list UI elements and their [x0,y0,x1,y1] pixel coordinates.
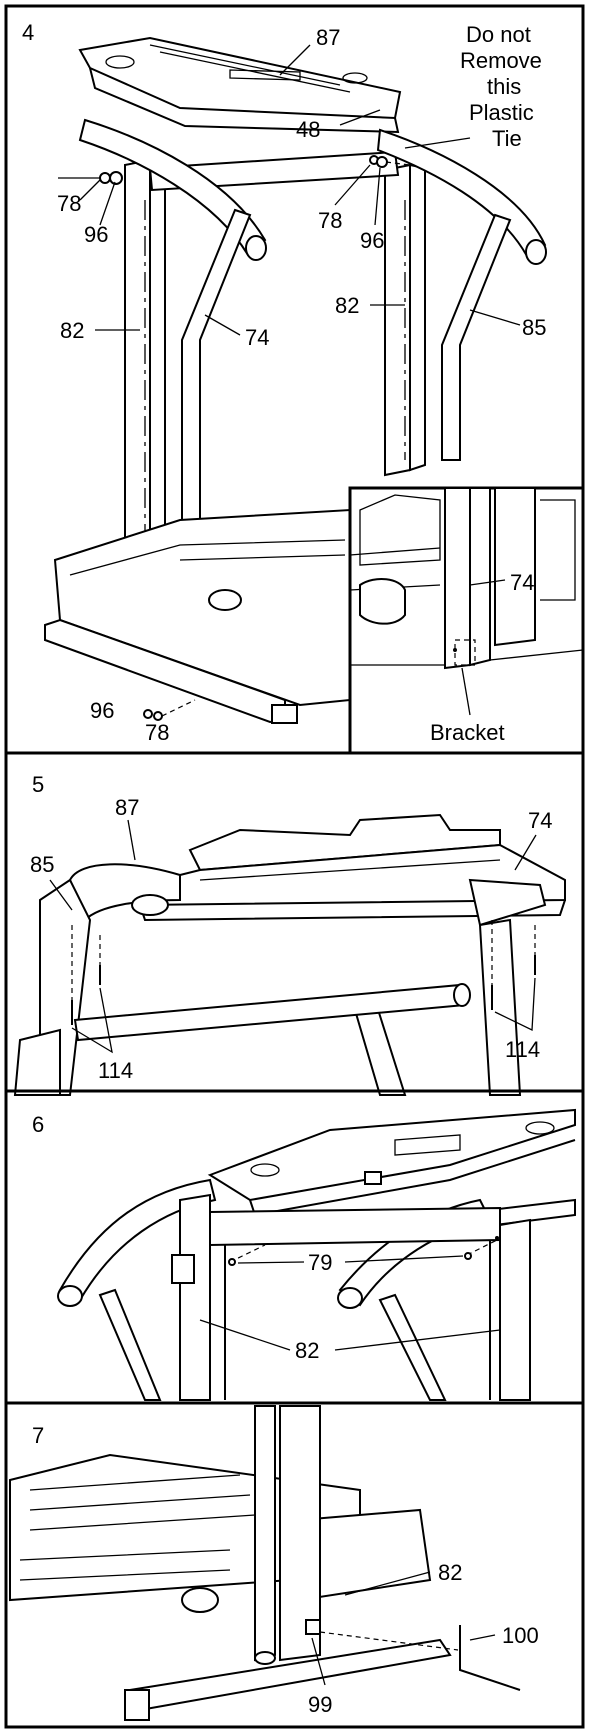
step-4-panel: 4 [4,4,585,755]
label-87: 87 [316,25,340,50]
console-87 [78,36,402,134]
leader-74-s5 [514,834,537,871]
leader-85-s5 [49,879,73,911]
screw-114-left [71,925,101,1025]
label-74: 74 [245,325,269,350]
leader-tie [404,137,471,149]
crossbar-step5 [73,983,467,1042]
treadmill-base [44,508,351,724]
label-87-s5: 87 [115,795,139,820]
bracket-inset: 74 Bracket [348,486,585,755]
label-114-right: 114 [505,1037,540,1062]
bolt-78-bottom [143,699,196,721]
note-line-4: Plastic [469,100,534,125]
leader-82-s7 [344,1571,431,1596]
screw-114-right [491,920,536,1010]
leader-99 [311,1637,326,1686]
label-78-left: 78 [57,191,81,216]
leader-100 [469,1634,496,1641]
bolt-78-right [369,155,411,168]
label-82-s6: 82 [295,1338,319,1363]
crossbar-end [453,983,471,1007]
leader-78-left [79,179,101,201]
crossbar [148,150,400,192]
step-6-number: 6 [32,1112,44,1137]
step-7-panel: 7 82 100 99 [4,1401,585,1729]
note-line-3: this [487,74,521,99]
leader-114-left [71,987,113,1054]
upright-step5 [13,1028,61,1096]
leader-96-left [99,181,116,226]
handrail-74-step5 [353,878,547,1096]
label-85-s5: 85 [30,852,54,877]
handrail-left-step6 [57,1178,217,1401]
screws-79 [228,1236,499,1266]
label-78-bottom: 78 [145,720,169,745]
upright-right-step6 [499,1218,531,1401]
leader-78-right [334,164,371,206]
step-5-panel: 5 [4,751,585,1096]
console-step6 [207,1108,576,1217]
label-100: 100 [502,1623,539,1648]
leader-114-right [494,977,536,1032]
inset-label-74: 74 [510,570,534,595]
note-line-5: Tie [492,126,522,151]
base-rail-step7 [124,1638,452,1721]
leader-87-s5 [127,819,136,861]
step-7-number: 7 [32,1423,44,1448]
crossbar-step6 [209,1206,501,1247]
label-96-left: 96 [84,222,108,247]
label-78-right: 78 [318,208,342,233]
leader-85 [469,309,521,326]
step-6-panel: 6 [4,1089,585,1405]
upright-82-step7 [254,1405,321,1665]
step-5-number: 5 [32,772,44,797]
label-114-left: 114 [98,1058,133,1083]
leader-79-left [237,1261,305,1264]
leader-82-left-s6 [199,1319,291,1351]
label-82-s7: 82 [438,1560,462,1585]
label-82-left: 82 [60,318,84,343]
note-line-1: Do not [466,22,531,47]
label-82-right: 82 [335,293,359,318]
step-4-number: 4 [22,20,34,45]
upright-left-step6 [171,1193,211,1401]
label-74-s5: 74 [528,808,552,833]
handrail-85 [376,128,547,461]
step-7-frame [4,1401,585,1729]
label-85: 85 [522,315,546,340]
leader-74 [204,314,241,336]
inset-label-bracket: Bracket [430,720,505,745]
leader-48 [339,109,381,126]
leader-87 [279,44,311,76]
note-line-2: Remove [460,48,542,73]
leader-79-right [344,1255,464,1263]
allen-wrench-100 [319,1625,521,1691]
leader-96-right [374,167,381,226]
leader-82-right-s6 [334,1329,501,1351]
label-99: 99 [308,1692,332,1717]
label-48: 48 [296,117,320,142]
bolt-78-left [58,171,123,185]
label-96-bottom: 96 [90,698,114,723]
label-79: 79 [308,1250,332,1275]
upright-82-right [384,163,426,477]
label-96-right: 96 [360,228,384,253]
